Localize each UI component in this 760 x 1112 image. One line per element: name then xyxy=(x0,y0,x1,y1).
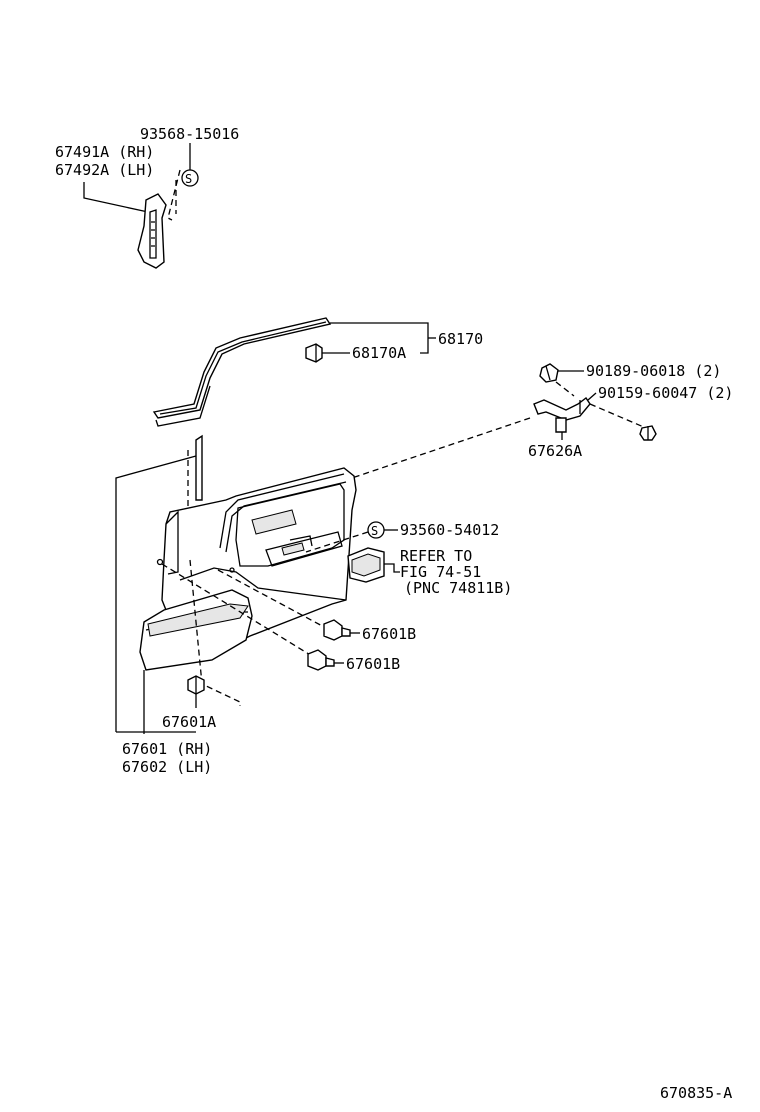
door-trim-panel-group xyxy=(115,434,357,734)
figure-id: 670835-A xyxy=(660,1084,732,1102)
screw-s-glyph-2: S xyxy=(371,524,378,538)
dash-clip-a xyxy=(189,559,241,706)
leader-refer-to xyxy=(384,563,400,573)
weatherstrip-clip-part[interactable] xyxy=(305,343,323,363)
label-90159-60047[interactable]: 90159-60047 (2) xyxy=(598,384,733,402)
panel-frame-line xyxy=(115,455,197,732)
label-68170[interactable]: 68170 xyxy=(438,330,483,348)
screw-symbol-93568: S xyxy=(181,169,199,187)
label-refer-to[interactable]: REFER TO xyxy=(400,547,472,565)
label-67601b-lower[interactable]: 67601B xyxy=(346,655,400,673)
label-93568-15016[interactable]: 93568-15016 xyxy=(140,125,239,143)
dash-90189-bracket xyxy=(555,381,575,397)
leader-90159 xyxy=(587,392,597,401)
label-67601b-upper[interactable]: 67601B xyxy=(362,625,416,643)
dash-93560-panel xyxy=(305,531,369,553)
bolt-90189-part[interactable] xyxy=(539,363,559,383)
label-90189-06018[interactable]: 90189-06018 (2) xyxy=(586,362,721,380)
clips-group: 67601B 67601B 67601A xyxy=(161,559,416,731)
label-67491a-rh[interactable]: 67491A (RH) xyxy=(55,143,154,161)
vertical-trim-strip[interactable] xyxy=(195,434,203,501)
label-67601-rh[interactable]: 67601 (RH) xyxy=(122,740,212,758)
dash-clip-upper xyxy=(217,569,327,629)
label-68170a[interactable]: 68170A xyxy=(352,344,406,362)
assist-handle-part[interactable] xyxy=(137,193,167,269)
switch-bezel-part[interactable] xyxy=(347,547,385,583)
label-fig-74-51[interactable]: FIG 74-51 xyxy=(400,563,481,581)
assist-handle-group: 93568-15016 67491A (RH) 67492A (LH) S xyxy=(55,125,239,269)
screw-s-glyph: S xyxy=(185,172,192,186)
switch-bezel-group: S 93560-54012 REFER TO FIG 74-51 (PNC 74… xyxy=(305,521,512,597)
screw-symbol-93560: S xyxy=(367,521,385,539)
bracket-group: 90189-06018 (2) 90159-60047 (2) 67626A xyxy=(528,362,733,460)
label-67601a[interactable]: 67601A xyxy=(162,713,216,731)
label-67492a-lh[interactable]: 67492A (LH) xyxy=(55,161,154,179)
bolt-90159-part[interactable] xyxy=(639,425,657,441)
clip-67601b-upper-part[interactable] xyxy=(323,619,351,641)
weatherstrip-part[interactable] xyxy=(152,317,332,427)
dash-93568-handle xyxy=(167,169,181,221)
label-pnc-74811b[interactable]: (PNC 74811B) xyxy=(404,579,512,597)
bracket-67626a-part[interactable] xyxy=(533,396,591,433)
armrest-pocket-part[interactable] xyxy=(139,589,253,671)
leader-67491a xyxy=(83,182,149,213)
label-67602-lh[interactable]: 67602 (LH) xyxy=(122,758,212,776)
label-93560-54012[interactable]: 93560-54012 xyxy=(400,521,499,539)
dash-bracket-panel xyxy=(345,417,531,481)
weatherstrip-group: 68170A 68170 xyxy=(152,317,483,427)
clip-67601b-lower-part[interactable] xyxy=(307,649,335,671)
clip-67601a-part[interactable] xyxy=(187,675,205,695)
dash-bracket-90159 xyxy=(589,403,647,429)
label-67626a[interactable]: 67626A xyxy=(528,442,582,460)
